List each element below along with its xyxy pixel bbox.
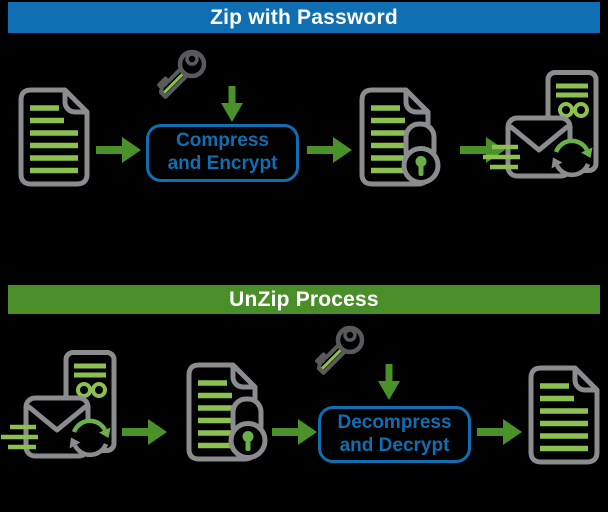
decompress-decrypt-line1: Decompress: [337, 411, 452, 433]
unzip-panel-header: UnZip Process: [8, 285, 600, 314]
arrow-right-icon: [122, 418, 168, 446]
encrypted-document-icon: [356, 87, 448, 189]
compress-encrypt-box: Compress and Encrypt: [146, 124, 299, 182]
send-zip-icon: [482, 70, 600, 182]
arrow-down-icon: [377, 364, 401, 400]
decompress-decrypt-line2: and Decrypt: [339, 434, 450, 456]
output-document-icon: [526, 365, 602, 465]
compress-encrypt-line1: Compress: [176, 130, 269, 152]
arrow-down-icon: [220, 86, 244, 122]
encrypted-document-icon: [183, 362, 275, 464]
decompress-decrypt-box: Decompress and Decrypt: [318, 406, 471, 463]
arrow-right-icon: [307, 136, 353, 164]
unzip-panel-title: UnZip Process: [229, 287, 379, 311]
password-key-icon: [304, 318, 368, 384]
source-document-icon: [16, 87, 92, 187]
arrow-right-icon: [96, 136, 142, 164]
compress-encrypt-line2: and Encrypt: [167, 153, 278, 174]
arrow-right-icon: [477, 418, 523, 446]
arrow-right-icon: [272, 418, 318, 446]
zip-panel-title: Zip with Password: [210, 5, 398, 29]
zip-panel-header: Zip with Password: [8, 2, 600, 33]
receive-zip-icon: [0, 350, 118, 462]
password-key-icon: [146, 42, 210, 108]
